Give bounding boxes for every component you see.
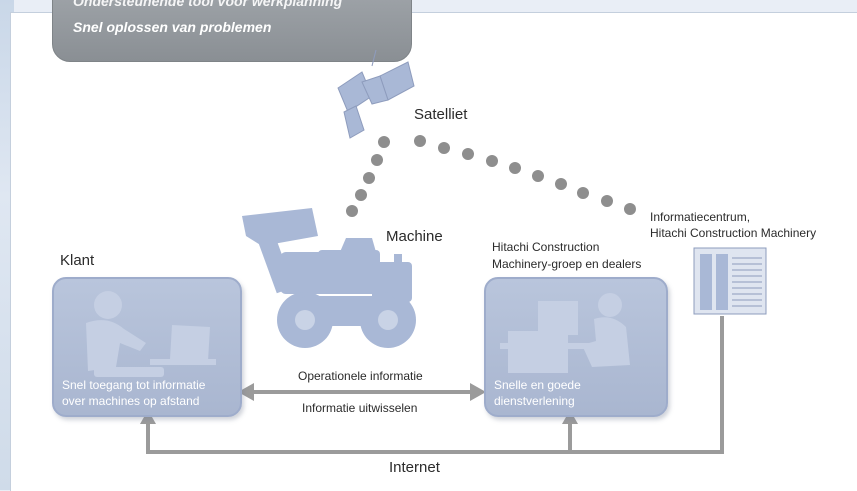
wheel-loader-icon	[242, 208, 416, 348]
customer-label: Klant	[60, 252, 95, 269]
arrow-heads	[140, 410, 578, 424]
satellite-label: Satelliet	[414, 106, 468, 123]
dealer-label-2: Machinery-groep en dealers	[492, 257, 642, 271]
banner-line-2: Snel oplossen van problemen	[73, 19, 272, 35]
customer-box-text-2: over machines op afstand	[62, 394, 200, 408]
customer-box-text-1: Snel toegang tot informatie	[62, 378, 206, 392]
dealer-box: Snelle en goede dienstverlening	[484, 277, 668, 417]
internet-label: Internet	[389, 459, 440, 476]
info-center-label-1: Informatiecentrum,	[650, 210, 751, 224]
banner-line-1: Ondersteunende tool voor werkplanning	[73, 0, 343, 9]
dealer-box-text-1: Snelle en goede	[494, 378, 581, 392]
dealer-at-computer-icon	[500, 293, 630, 373]
banner: Ondersteunende tool voor werkplanning Sn…	[52, 0, 412, 62]
dealer-label-1: Hitachi Construction	[492, 240, 600, 254]
info-center-label-2: Hitachi Construction Machinery	[650, 226, 817, 240]
satellite-icon	[337, 49, 415, 139]
info-center-building-icon	[693, 247, 767, 315]
customer-at-laptop-icon	[86, 291, 216, 377]
machine-label: Machine	[386, 228, 443, 245]
customer-box: Snel toegang tot informatie over machine…	[52, 277, 242, 417]
exchange-arrow	[238, 383, 486, 401]
dealer-box-text-2: dienstverlening	[494, 394, 575, 408]
satellite-link-dots	[346, 135, 636, 217]
info-exchange-label: Informatie uitwisselen	[302, 401, 418, 415]
operational-info-label: Operationele informatie	[298, 369, 423, 383]
internet-connection-lines	[146, 316, 724, 454]
